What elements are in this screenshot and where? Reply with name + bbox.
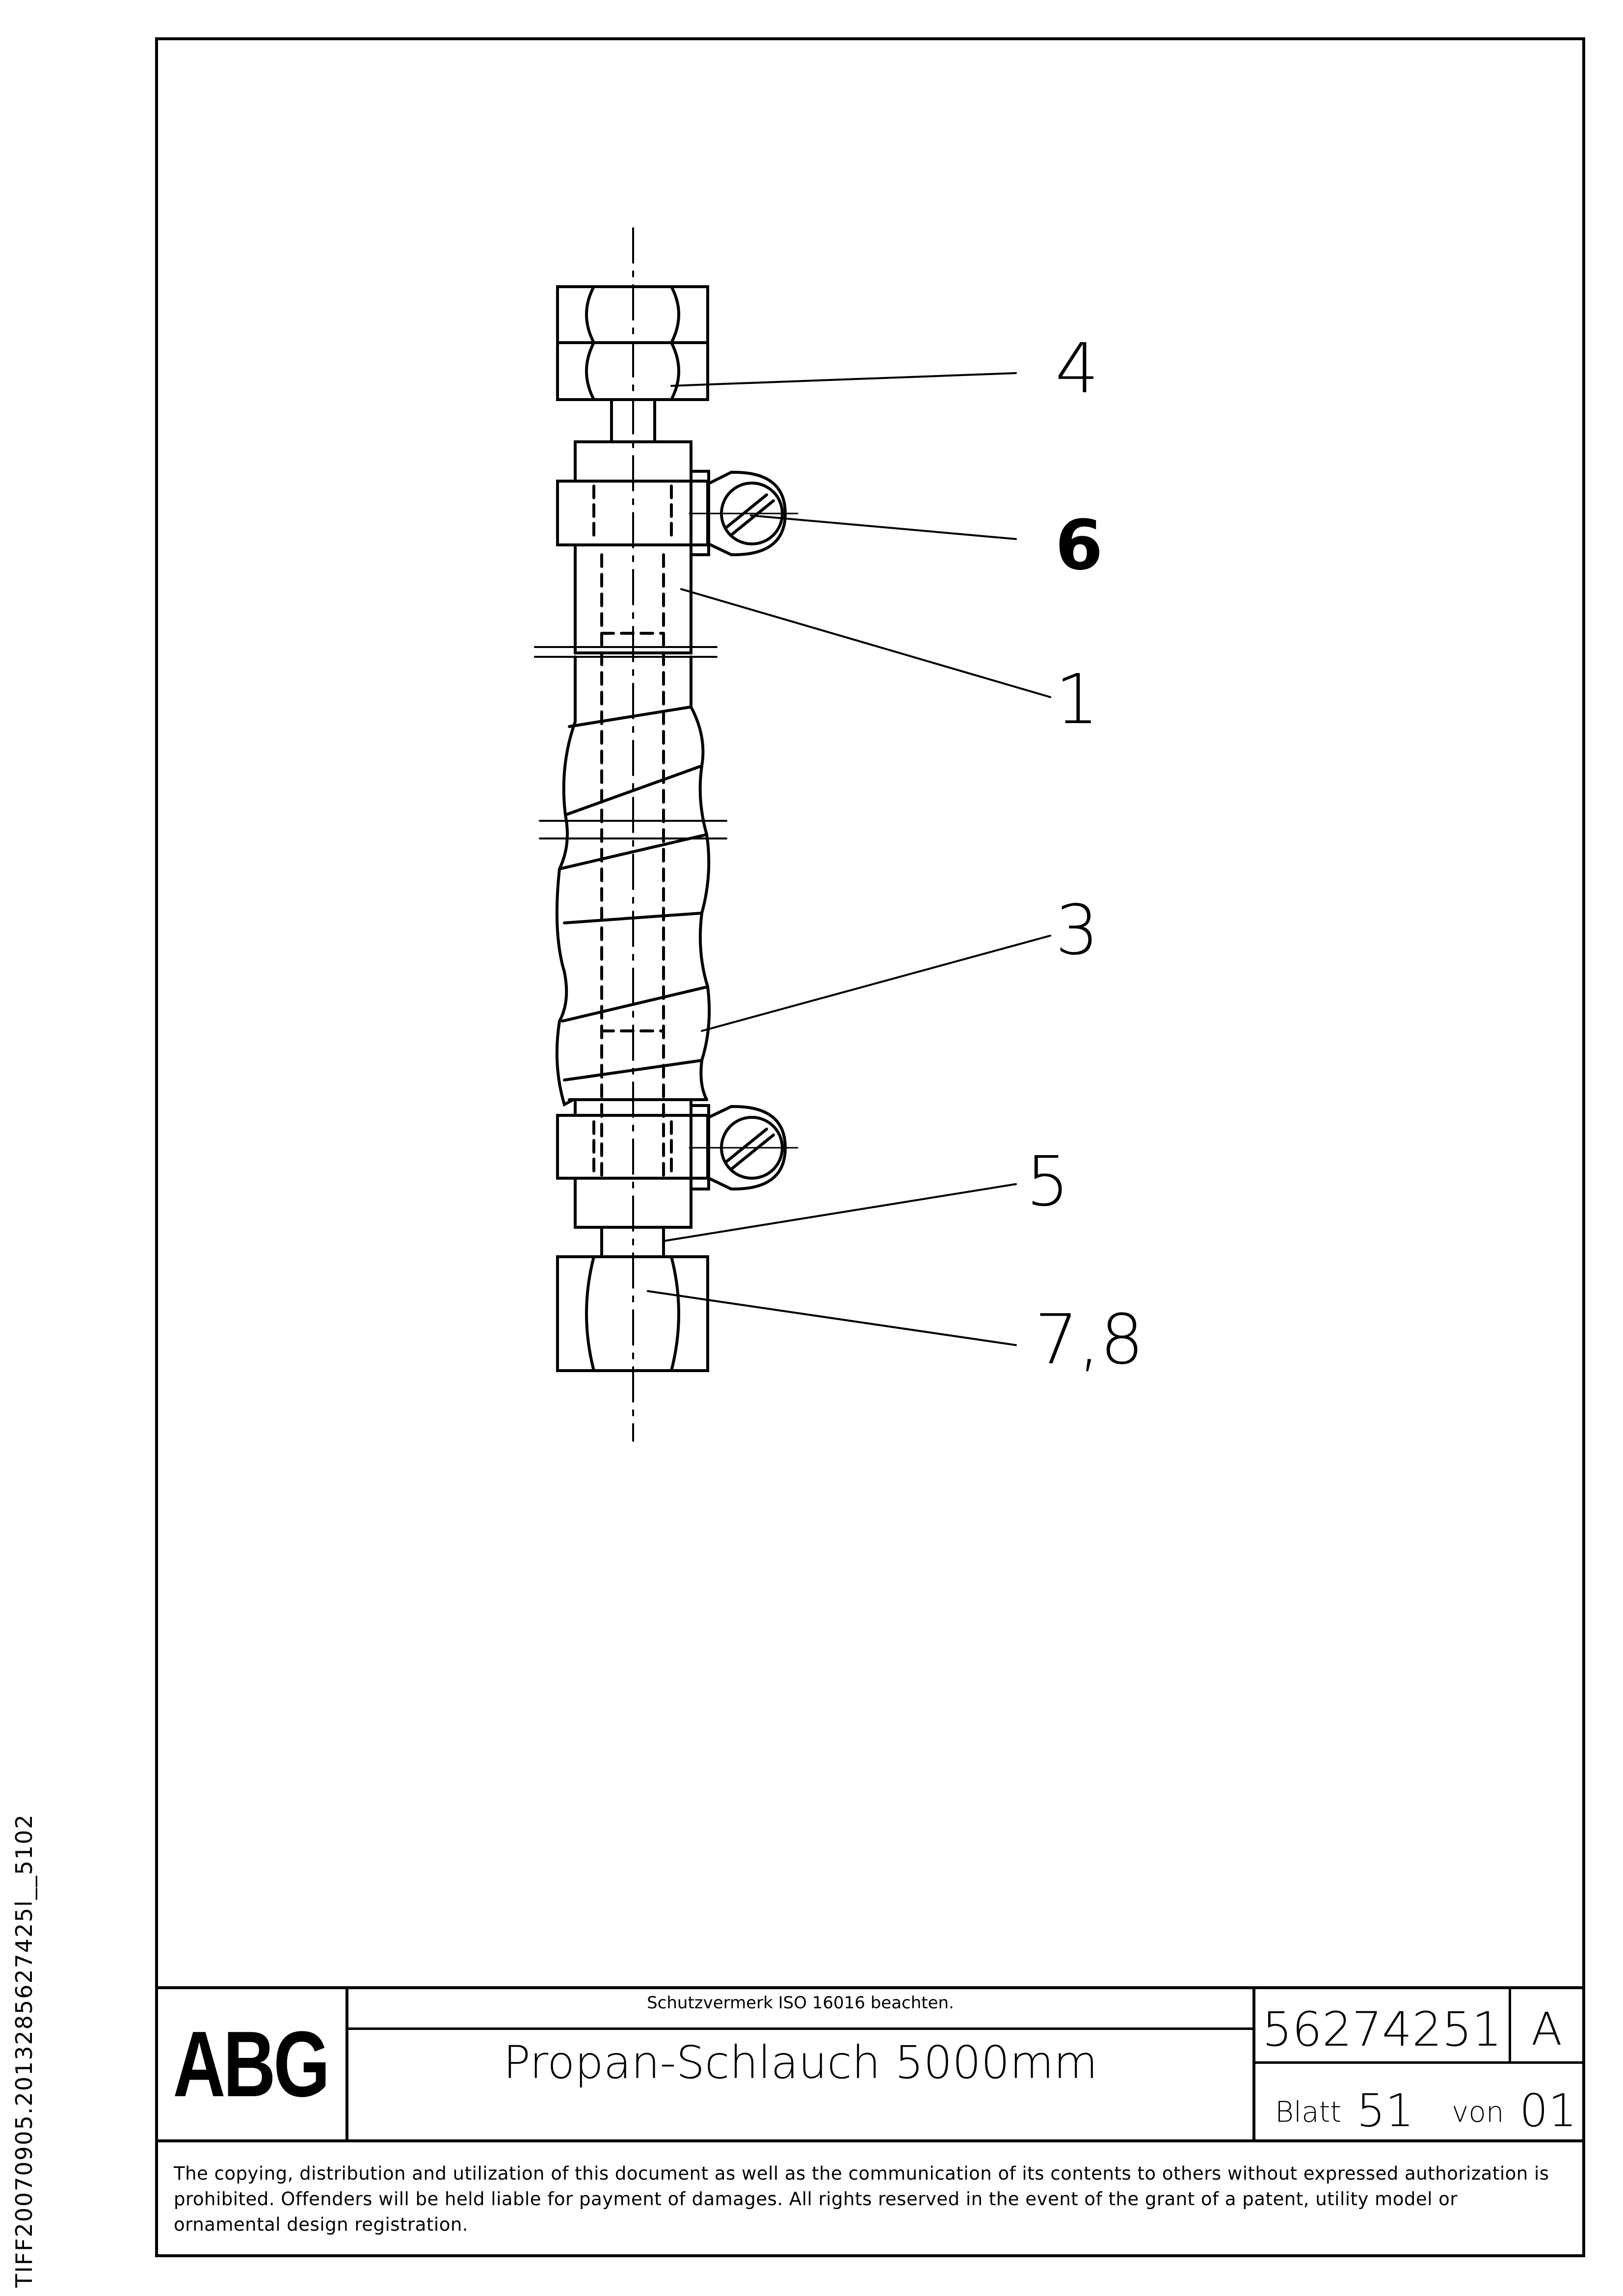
bottom-hex-nut [556, 1255, 709, 1372]
revision: A [1531, 2003, 1562, 2055]
logo-cell: ABG [155, 1989, 348, 2139]
callout-5: 5 [1026, 1142, 1070, 1222]
callout-6: 6 [1055, 506, 1103, 586]
leader-lines [647, 372, 1051, 1346]
drawing-frame [155, 37, 1585, 2257]
sheet-number: 51 [1357, 2084, 1414, 2137]
part-number-row: 56274251 A [1255, 1989, 1582, 2064]
of-label: von [1452, 2095, 1504, 2129]
document-title: Propan-Schlauch 5000mm [503, 2036, 1098, 2089]
protection-note: Schutzvermerk ISO 16016 beachten. [647, 1993, 954, 2013]
callout-7-8: 7,8 [1035, 1300, 1144, 1380]
copyright-box: The copying, distribution and utilizatio… [155, 2139, 1585, 2257]
callout-4: 4 [1055, 329, 1099, 409]
total-sheets: 01 [1519, 2084, 1577, 2137]
top-hex-nut [556, 285, 709, 401]
company-logo: ABG [173, 2012, 330, 2116]
callout-1: 1 [1055, 660, 1099, 740]
divider [1509, 1989, 1511, 2064]
title-block: ABG Schutzvermerk ISO 16016 beachten. Pr… [155, 1986, 1585, 2139]
copyright-notice: The copying, distribution and utilizatio… [174, 2163, 1549, 2235]
part-number: 56274251 [1262, 2002, 1502, 2057]
sheet-row: Blatt 51 von 01 [1255, 2064, 1582, 2139]
title-cell: Schutzvermerk ISO 16016 beachten. Propan… [348, 1989, 1255, 2139]
divider [348, 2027, 1252, 2030]
document-info-cell: 56274251 A Blatt 51 von 01 [1255, 1989, 1582, 2139]
callout-3: 3 [1055, 891, 1099, 971]
top-clamp [689, 470, 798, 557]
sheet-label: Blatt [1275, 2095, 1342, 2129]
bottom-clamp [689, 1104, 798, 1191]
